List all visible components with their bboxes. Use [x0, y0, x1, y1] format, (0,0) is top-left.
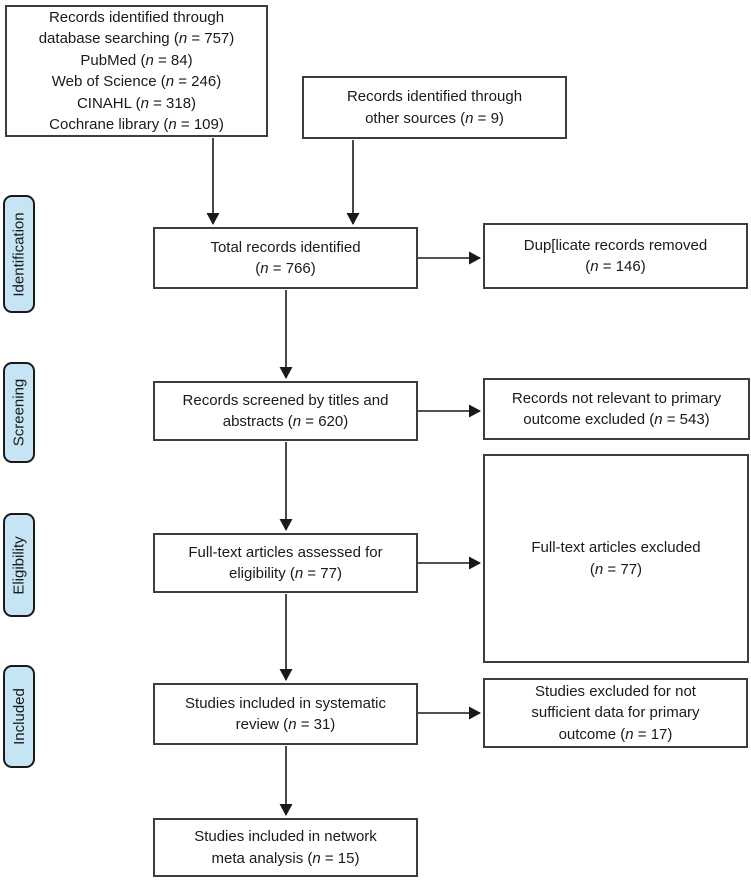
- stage-label-identification-text: Identification: [10, 211, 28, 297]
- box-fulltext-excluded: Full-text articles excluded(n = 77): [483, 454, 749, 663]
- box-duplicates-removed-text: Dup[licate records removed(n = 146): [523, 236, 708, 276]
- stage-label-identification: Identification: [3, 195, 35, 313]
- stage-label-included-text: Included: [10, 688, 28, 745]
- box-fulltext-excluded-text: Full-text articles excluded(n = 77): [531, 539, 701, 578]
- box-total-records-text: Total records identified(n = 766): [210, 238, 361, 278]
- stage-label-screening: Screening: [3, 362, 35, 463]
- stage-label-eligibility-text: Eligibility: [10, 535, 28, 595]
- stage-label-eligibility: Eligibility: [3, 513, 35, 617]
- box-total-records: Total records identified(n = 766): [153, 227, 418, 289]
- box-duplicates-removed: Dup[licate records removed(n = 146): [483, 223, 748, 289]
- stage-label-screening-text: Screening: [10, 378, 28, 447]
- stage-label-included: Included: [3, 665, 35, 768]
